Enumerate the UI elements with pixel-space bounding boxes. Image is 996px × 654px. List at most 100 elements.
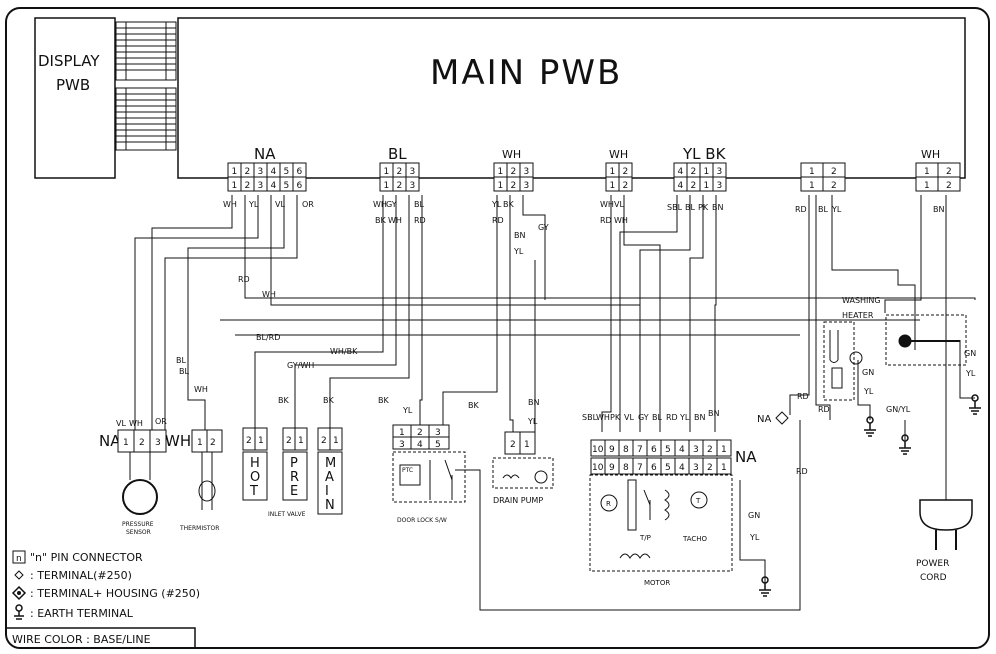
valve-letter: E [290, 484, 298, 499]
pin-label: 1 [924, 167, 930, 177]
connector-wire-labels: WH YL VL OR WH GY BK WH BL RD YL BK RD W… [223, 200, 944, 225]
svg-text:RD: RD [797, 392, 809, 401]
legend: n "n" PIN CONNECTOR : TERMINAL(#250) : T… [6, 550, 200, 648]
thermistor-conn-label: WH [165, 432, 191, 450]
svg-text:BK: BK [375, 216, 386, 225]
door-lock-switch: 1 2 3 3 4 5 PTC DOOR LOCK S/W [392, 424, 466, 524]
pin-label: 9 [609, 463, 615, 473]
svg-text:NA: NA [757, 414, 771, 425]
motor-conn-label: NA [735, 448, 757, 466]
valve-letter: P [290, 456, 298, 471]
motor-wire-label: GY [638, 413, 649, 422]
svg-text:YL: YL [749, 533, 760, 542]
pin-label: 1 [924, 181, 930, 191]
motor-wire-label: BL [652, 413, 662, 422]
pin-label: 6 [651, 445, 657, 455]
pin-label: 2 [691, 167, 697, 177]
conn-wh2-label: WH [609, 148, 628, 161]
pin-label: 2 [691, 181, 697, 191]
pin-label: 3 [524, 167, 530, 177]
svg-text:1: 1 [524, 440, 530, 450]
pin-label: 10 [592, 445, 604, 455]
svg-text:GN: GN [964, 349, 976, 358]
svg-text:BL: BL [176, 356, 186, 365]
wiring-harness [134, 195, 976, 611]
wh-bk-label: WH/BK [330, 347, 358, 356]
pin-label: 2 [623, 181, 629, 191]
pin-label: 3 [717, 181, 723, 191]
svg-text:RD: RD [492, 216, 504, 225]
svg-text:YL: YL [527, 417, 538, 426]
pin-label: 2 [623, 167, 629, 177]
pin-label: 6 [297, 181, 303, 191]
pin-label: 7 [637, 463, 643, 473]
pin-label: 2 [707, 463, 713, 473]
pin-label: 10 [592, 463, 604, 473]
pin-label: 3 [410, 167, 416, 177]
washing-heater-line2: HEATER [842, 311, 874, 320]
pressure-sensor-conn-label: NA [99, 432, 121, 450]
svg-text:RD: RD [818, 405, 830, 414]
pin-label: 1 [384, 181, 390, 191]
pin-label: 4 [678, 167, 684, 177]
motor-label: MOTOR [644, 579, 670, 587]
pin-label: 2 [831, 181, 837, 191]
svg-text:BK: BK [503, 200, 514, 209]
valve-letter: I [325, 484, 329, 499]
pin-label: 2 [321, 436, 327, 446]
pressure-sensor: VL WH OR NA 1 2 3 PRESSURE SENSOR [99, 417, 167, 536]
pin-label: 5 [284, 167, 290, 177]
drain-pump: 2 1 DRAIN PUMP [492, 431, 554, 505]
display-pwb-line1: DISPLAY [38, 52, 100, 70]
display-pwb-line2: PWB [56, 76, 90, 94]
motor-wire-label: RD [666, 413, 678, 422]
svg-text:GN: GN [748, 511, 760, 520]
diagram-frame [5, 7, 990, 649]
svg-text:T/P: T/P [639, 534, 651, 542]
svg-text:GY: GY [386, 200, 397, 209]
svg-text:3: 3 [155, 438, 161, 448]
pin-label: 7 [637, 445, 643, 455]
svg-text:GY: GY [538, 223, 549, 232]
pin-label: 1 [498, 181, 504, 191]
svg-text:PRESSURE: PRESSURE [122, 521, 154, 528]
pin-label: 6 [297, 167, 303, 177]
conn-ylbk-label: YL BK [682, 145, 727, 163]
svg-text:2: 2 [139, 438, 145, 448]
conn-bl-label: BL [388, 145, 407, 163]
svg-text:3: 3 [435, 428, 441, 438]
main-pwb: MAIN PWB [177, 17, 966, 179]
power-cord-line2: CORD [920, 573, 947, 583]
svg-text:2: 2 [417, 428, 423, 438]
washing-heater-line1: WASHING [842, 296, 881, 305]
svg-text:BN: BN [708, 409, 719, 418]
display-pwb: DISPLAY PWB [34, 17, 177, 179]
svg-text:BL: BL [818, 205, 828, 214]
valve-letter: O [250, 470, 260, 485]
pin-label: 5 [665, 445, 671, 455]
svg-text:BL: BL [179, 367, 189, 376]
pin-label: 8 [623, 445, 629, 455]
legend-wire-color: WIRE COLOR : BASE/LINE [12, 633, 151, 646]
svg-text:1: 1 [197, 438, 203, 448]
svg-text:WH: WH [223, 200, 237, 209]
pin-label: 4 [679, 463, 685, 473]
svg-text:RD: RD [600, 216, 612, 225]
power-cord-line1: POWER [916, 559, 949, 569]
svg-text:1: 1 [399, 428, 405, 438]
svg-text:T: T [695, 497, 701, 505]
pin-label: 1 [258, 436, 264, 446]
motor-wire-label: SBL [582, 413, 598, 422]
ribbon-connector-top [115, 21, 177, 81]
pin-label: 3 [693, 463, 699, 473]
pin-label: 1 [498, 167, 504, 177]
